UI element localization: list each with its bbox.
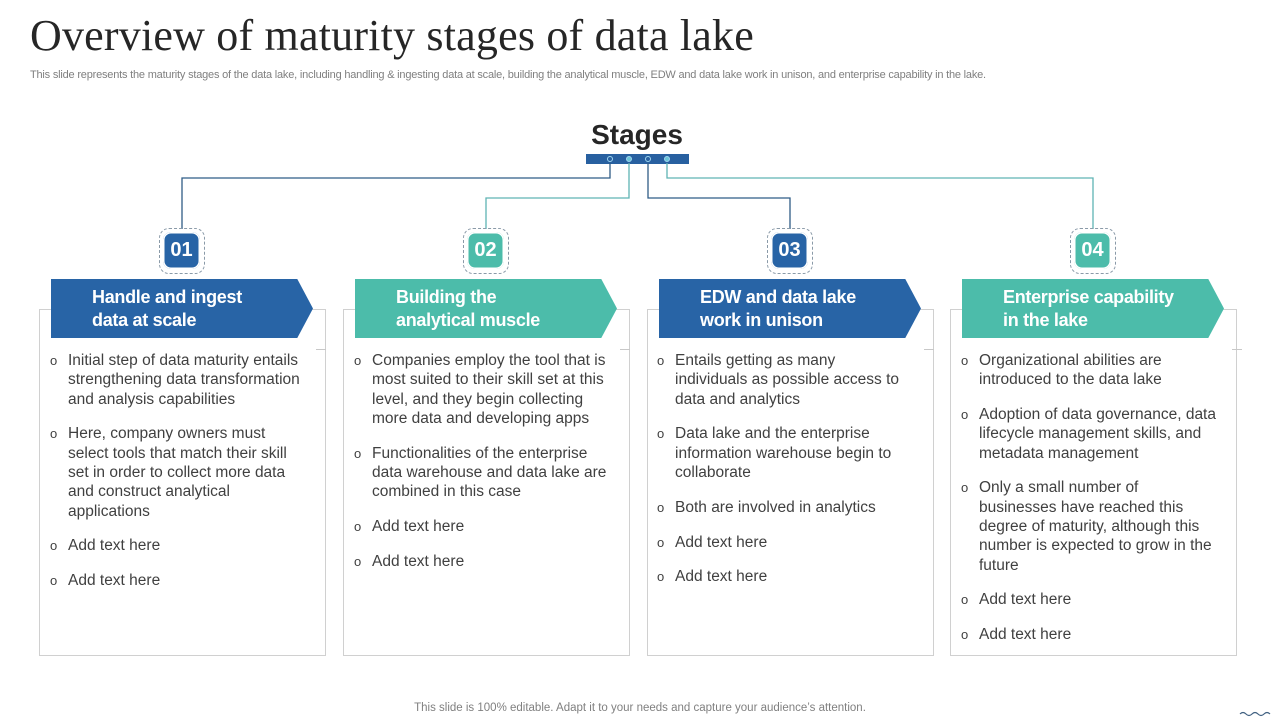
stage-title-line2: data at scale	[92, 310, 197, 330]
circle-outline-bullet-icon: o	[354, 445, 362, 461]
circle-outline-bullet-icon: o	[50, 426, 58, 442]
stage-card-01	[39, 309, 326, 656]
connector-dot-icon	[645, 156, 651, 162]
stage-number: 01	[163, 232, 200, 269]
slide-title: Overview of maturity stages of data lake	[30, 11, 754, 60]
circle-outline-bullet-icon: o	[657, 534, 665, 550]
circle-outline-bullet-icon: o	[961, 480, 969, 496]
circle-outline-bullet-icon: o	[657, 353, 665, 368]
stage-title-line2: analytical muscle	[396, 310, 540, 330]
circle-outline-bullet-icon: o	[50, 573, 58, 589]
circle-outline-bullet-icon: o	[657, 499, 665, 515]
circle-outline-bullet-icon: o	[961, 407, 969, 423]
stage-title-line2: work in unison	[700, 310, 823, 330]
card-corner-tick	[924, 349, 934, 350]
connector-dot-icon	[607, 156, 613, 162]
stage-title-line1: Building the	[396, 287, 497, 307]
circle-outline-bullet-icon: o	[50, 353, 58, 368]
card-corner-tick	[1232, 349, 1242, 350]
stage-number: 02	[467, 232, 504, 269]
stage-card-03	[647, 309, 934, 656]
circle-outline-bullet-icon: o	[657, 569, 665, 585]
card-corner-tick	[620, 349, 630, 350]
stage-title-line1: EDW and data lake	[700, 287, 856, 307]
circle-outline-bullet-icon: o	[961, 353, 969, 368]
circle-outline-bullet-icon: o	[657, 426, 665, 442]
stage-title-line1: Handle and ingest	[92, 287, 242, 307]
circle-outline-bullet-icon: o	[354, 553, 362, 569]
slide-footer: This slide is 100% editable. Adapt it to…	[414, 702, 866, 714]
stage-badge-04: 04	[1070, 228, 1116, 274]
stages-heading: Stages	[591, 119, 683, 150]
circle-outline-bullet-icon: o	[354, 519, 362, 535]
stage-number: 04	[1074, 232, 1111, 269]
stage-banner-03: EDW and data lake work in unison	[659, 279, 921, 338]
stage-badge-02: 02	[463, 228, 509, 274]
stage-badge-03: 03	[767, 228, 813, 274]
stage-banner-01: Handle and ingest data at scale	[51, 279, 313, 338]
stage-title-line1: Enterprise capability	[1003, 287, 1174, 307]
slide-subtitle: This slide represents the maturity stage…	[30, 69, 986, 81]
connector-dot-icon	[626, 156, 632, 162]
stage-card-04	[950, 309, 1237, 656]
circle-outline-bullet-icon: o	[961, 592, 969, 608]
card-corner-tick	[316, 349, 326, 350]
circle-outline-bullet-icon: o	[50, 538, 58, 554]
circle-outline-bullet-icon: o	[354, 353, 362, 368]
connector-dot-icon	[664, 156, 670, 162]
stages-hub-bar	[586, 154, 689, 164]
stage-number: 03	[771, 232, 808, 269]
circle-outline-bullet-icon: o	[961, 627, 969, 643]
stage-badge-01: 01	[159, 228, 205, 274]
stage-title-line2: in the lake	[1003, 310, 1088, 330]
stage-banner-04: Enterprise capability in the lake	[962, 279, 1224, 338]
stage-banner-02: Building the analytical muscle	[355, 279, 617, 338]
